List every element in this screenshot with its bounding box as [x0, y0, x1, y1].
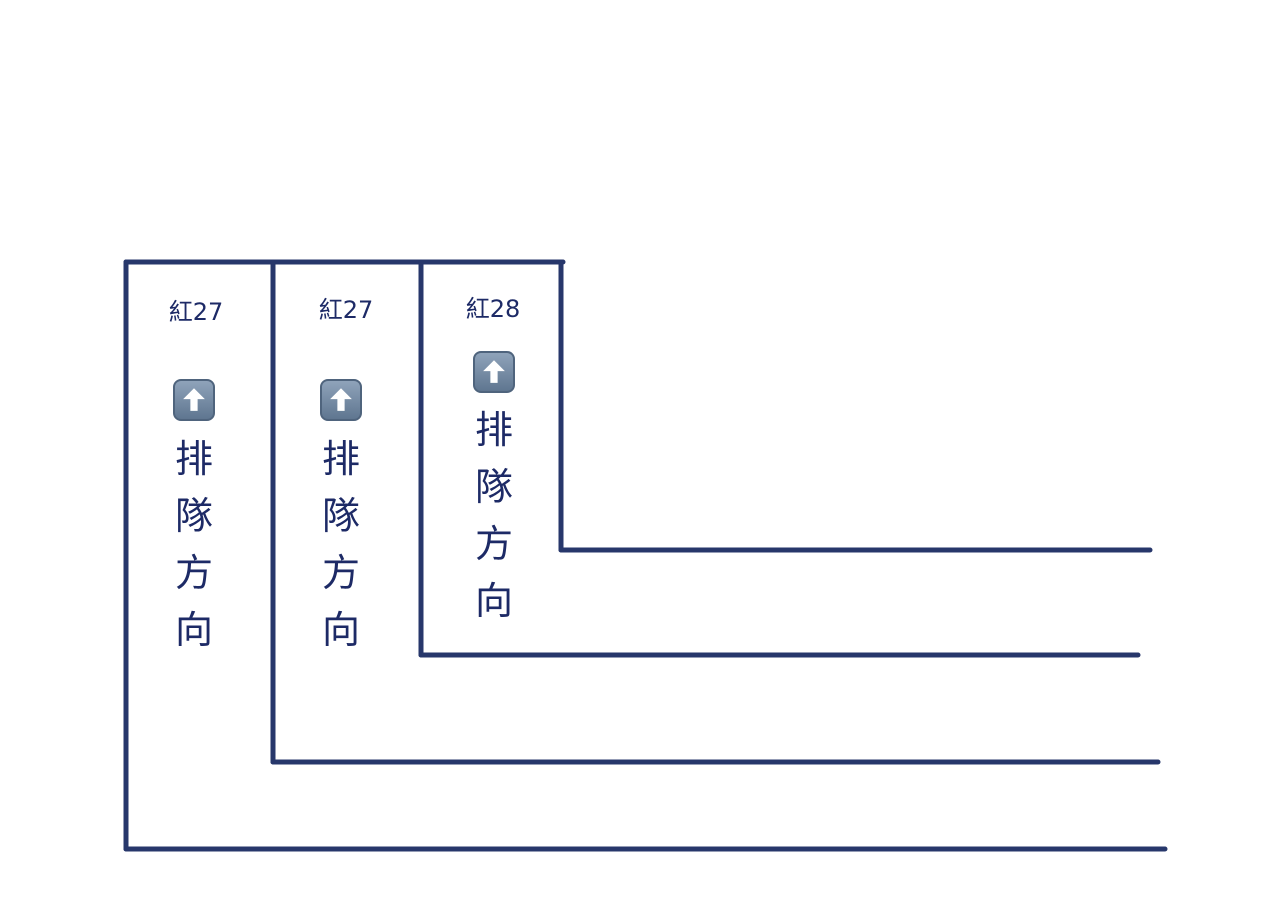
- route-label: 紅27: [168, 298, 224, 326]
- queue-direction-text: 排 隊 方 向: [321, 437, 360, 652]
- queue-direction-text: 排 隊 方 向: [174, 437, 213, 652]
- route-label: 紅28: [465, 295, 521, 323]
- up-arrow-icon: [320, 379, 362, 421]
- queue-direction-text: 排 隊 方 向: [474, 408, 513, 623]
- up-arrow-icon: [473, 351, 515, 393]
- up-arrow-icon: [173, 379, 215, 421]
- route-label: 紅27: [318, 296, 374, 324]
